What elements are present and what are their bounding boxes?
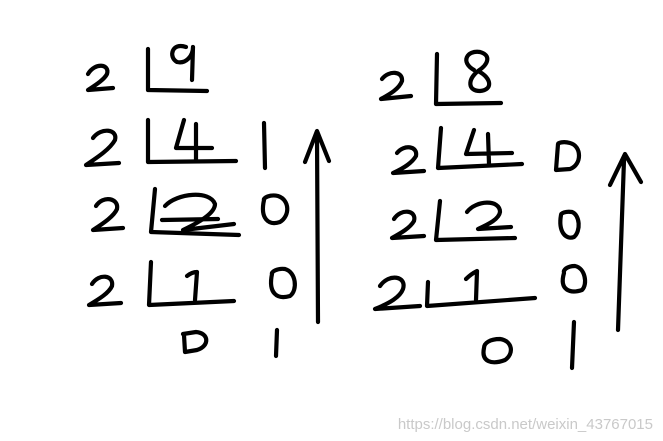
left-bracket-row2	[145, 117, 239, 165]
right-bracket-row3	[433, 198, 518, 243]
left-up-arrow-icon	[302, 128, 332, 325]
right-division	[372, 49, 644, 371]
right-remainder-row2	[553, 140, 582, 173]
right-final-remainder	[569, 319, 577, 371]
right-quotient-8	[464, 49, 492, 94]
left-bracket-row3	[148, 186, 242, 238]
left-divisor-row2	[83, 128, 122, 168]
right-divisor-row3	[389, 209, 427, 241]
left-bracket-row4	[146, 259, 237, 308]
left-divisor-row3	[90, 197, 126, 233]
left-divisor-row1	[85, 63, 116, 93]
left-bracket-row1	[145, 46, 210, 94]
right-divisor-row4	[372, 275, 423, 312]
right-remainder-row4	[560, 263, 588, 294]
watermark: https://blog.csdn.net/weixin_43767015	[397, 416, 653, 433]
left-quotient-9	[170, 43, 196, 83]
left-division	[83, 43, 332, 359]
left-final-remainder	[273, 327, 280, 359]
left-line-row3	[159, 216, 221, 223]
left-remainder-row2	[261, 120, 268, 171]
left-final-quotient	[180, 329, 209, 355]
left-quotient-4	[173, 117, 215, 163]
right-divisor-row2	[390, 145, 427, 176]
right-divisor-row1	[378, 70, 414, 102]
right-up-arrow-icon	[607, 151, 644, 333]
right-bracket-row2	[435, 125, 525, 171]
left-quotient-1	[184, 269, 200, 303]
right-bracket-row1	[433, 51, 504, 107]
left-remainder-row4	[268, 266, 297, 300]
right-bracket-row4	[424, 279, 538, 309]
right-final-quotient	[481, 336, 513, 365]
right-quotient-1	[463, 268, 480, 303]
left-divisor-row4	[86, 274, 124, 308]
right-remainder-row3	[558, 209, 581, 240]
right-quotient-2	[464, 200, 514, 232]
left-remainder-row3	[260, 193, 290, 226]
left-quotient-2	[162, 192, 237, 233]
right-quotient-4	[463, 127, 515, 167]
